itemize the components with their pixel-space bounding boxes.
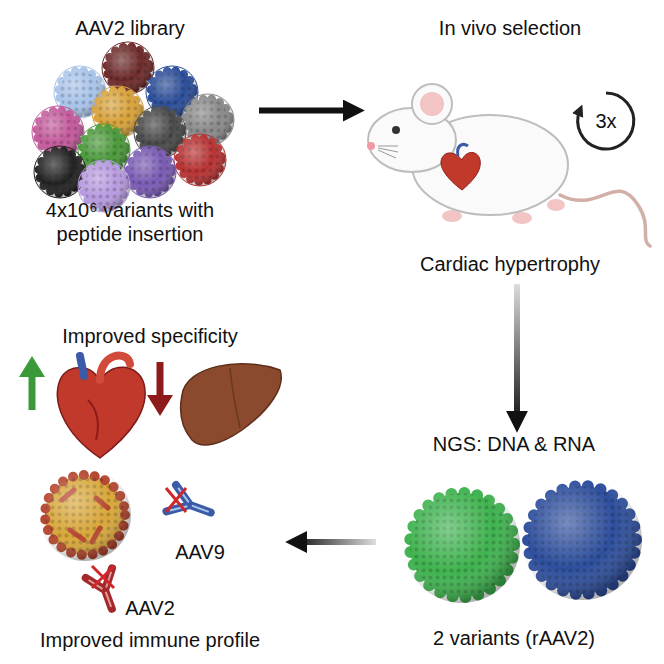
up-arrow [29,374,36,410]
flow-arrow [259,108,356,114]
specificity-illustration [19,356,281,458]
capsid-shade [404,487,520,603]
variant-capsids [404,480,642,603]
mouse-ear [412,84,452,124]
flow-arrow [514,284,520,424]
outcome-step: Improved specificityAAV9AAV2Improved imm… [8,318,290,658]
mouse-illustration [367,84,650,246]
mouse-heart [441,153,480,191]
step-heading: AAV2 library [75,16,185,40]
mouse-foot [512,212,532,224]
step-note: Cardiac hypertrophy [420,252,600,276]
virus-particle [124,146,176,198]
library-step: AAV2 library 4x10⁶ variants with peptide … [10,8,255,258]
mouse-heart-vessel [458,144,468,156]
heart-vessel [88,400,98,440]
mouse-eye [392,126,400,134]
step-heading: In vivo selection [439,16,581,40]
antibody-shape [166,485,215,526]
antibody-highlight [170,488,213,523]
capsid-shade [39,469,131,561]
mouse-nose [367,142,375,150]
step-heading: Improved specificity [62,324,238,348]
up-arrow-head [19,356,45,377]
step-note: 4x10⁶ variants with peptide insertion [23,198,238,246]
flow-arrow [294,539,376,545]
liver [181,364,282,445]
capsid-shade [522,480,642,600]
step-note: 2 variants (rAAV2) [433,626,595,650]
block-mark [166,488,186,512]
down-arrow-head [147,395,173,416]
aav9-antibody [166,485,215,526]
mouse-ear-inner [420,92,444,116]
block-mark [92,566,114,588]
down-arrow [157,362,164,398]
step-heading: NGS: DNA & RNA [433,432,595,456]
cycle-arrow [578,93,634,149]
virus-library [32,42,234,212]
selection-step: In vivo selection 3xCardiac hypertrophy [360,8,660,280]
aorta [100,356,130,380]
antibody-label: AAV9 [175,540,225,564]
heart-vein [80,356,84,376]
liver-lobe [230,368,240,428]
step-heading: Improved immune profile [40,628,260,652]
mouse-foot [547,199,565,211]
sequencing-step: NGS: DNA & RNA 2 variants (rAAV2) [380,428,654,656]
mouse-whiskers [378,146,398,158]
mouse-tail [560,191,650,246]
cycle-count: 3x [595,109,616,133]
virus-particle [174,134,226,186]
antibody-label: AAV2 [125,596,175,620]
